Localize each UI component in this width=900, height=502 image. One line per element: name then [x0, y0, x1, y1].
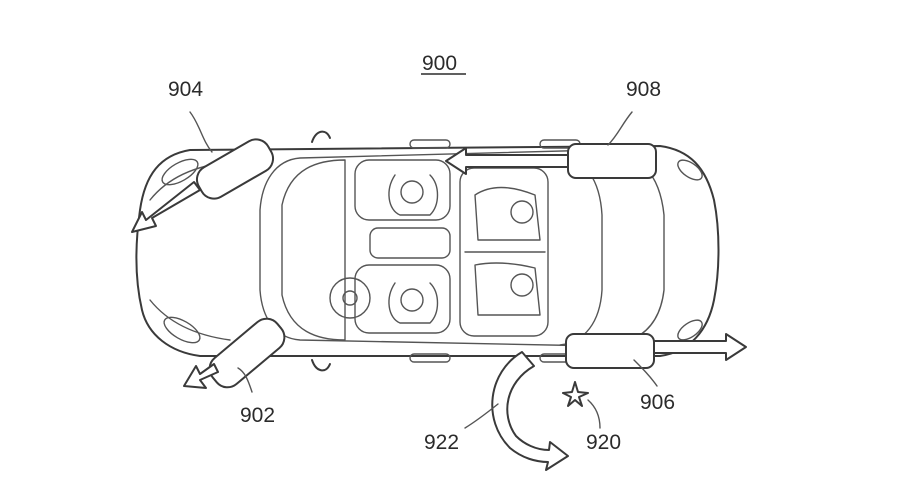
car-interior	[329, 159, 549, 337]
occupant-head	[400, 180, 424, 204]
airbag-902	[183, 317, 286, 389]
label-902: 902	[240, 404, 275, 427]
impact-point-920	[562, 381, 589, 407]
label-906: 906	[640, 391, 675, 414]
center-console	[369, 227, 451, 259]
steering-wheel	[329, 277, 371, 319]
front-right-seat	[354, 264, 451, 334]
airbag-906	[565, 333, 747, 369]
figure-number: 900	[422, 52, 457, 75]
occupant-head	[510, 273, 534, 297]
occupant-head	[400, 288, 424, 312]
label-920: 920	[586, 431, 621, 454]
rotation-arrow-922	[491, 351, 569, 471]
occupant-head	[510, 200, 534, 224]
label-908: 908	[626, 78, 661, 101]
leader-lines	[189, 111, 658, 429]
label-922: 922	[424, 431, 459, 454]
airbag-904	[131, 138, 275, 233]
front-left-seat	[354, 159, 451, 221]
airbag-908	[445, 143, 657, 179]
label-904: 904	[168, 78, 203, 101]
